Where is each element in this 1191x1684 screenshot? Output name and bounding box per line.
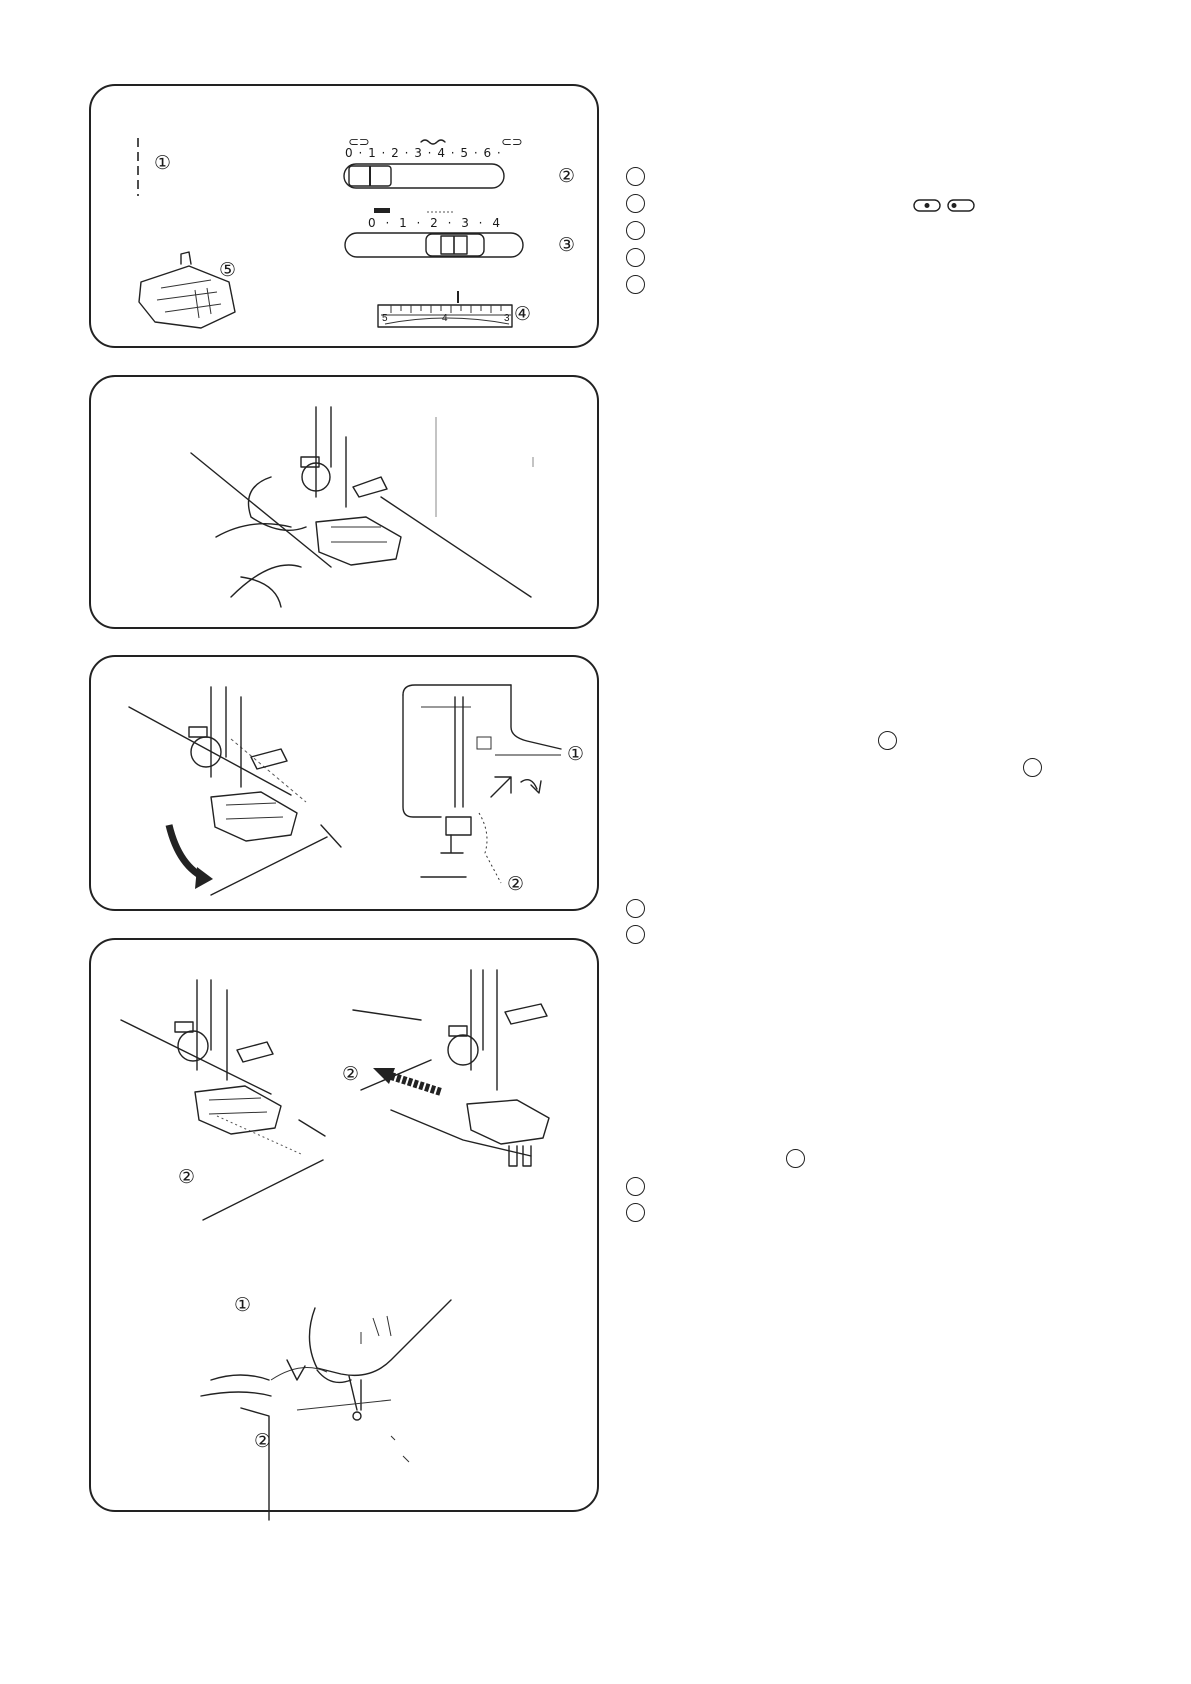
needle-left-icon (947, 199, 975, 212)
marker-circle-6 (878, 731, 897, 750)
stitch-length-scale: 0 · 1 · 2 · 3 · 4 (368, 216, 500, 230)
svg-text:⊂⊃: ⊂⊃ (348, 135, 370, 150)
marker-circle-1 (626, 167, 645, 186)
marker-circle-11 (626, 1177, 645, 1196)
marker-circle-7 (1023, 758, 1042, 777)
marker-circle-8 (626, 899, 645, 918)
tension-label: ④ (514, 303, 532, 325)
guiding-fabric-illustration (190, 406, 534, 608)
tension-dial (377, 291, 513, 328)
needle-position-icons (913, 199, 975, 212)
marker-circle-2 (626, 194, 645, 213)
turning-corner-illustration (128, 684, 562, 896)
presser-foot-drawing (138, 251, 236, 329)
marker-circle-3 (626, 221, 645, 240)
stitch-width-scale: 0 · 1 · 2 · 3 · 4 · 5 · 6 · (345, 146, 502, 160)
presser-foot-label: ⑤ (219, 259, 237, 281)
thread-cutter-label: ① (234, 1294, 252, 1316)
marker-circle-4 (626, 248, 645, 267)
straight-stitch-label: ① (154, 152, 172, 174)
settings-panel: ⊂⊃ ⊂⊃ (89, 84, 599, 348)
fabric-label-right: ② (342, 1063, 360, 1085)
turning-corner-panel: ① ② (89, 655, 599, 911)
tension-number-5: 5 (382, 313, 388, 324)
marker-circle-12 (626, 1203, 645, 1222)
svg-text:⊂⊃: ⊂⊃ (501, 135, 523, 150)
needle-center-icon (913, 199, 941, 212)
marker-circle-5 (626, 275, 645, 294)
finishing-seam-panel: ② ② ① ② (89, 938, 599, 1521)
tension-number-4: 4 (442, 313, 448, 324)
fabric-label-left: ② (178, 1166, 196, 1188)
stitch-width-slider: ⊂⊃ ⊂⊃ (343, 135, 523, 189)
finishing-seam-illustration (120, 969, 550, 1521)
marker-circle-9 (626, 925, 645, 944)
stitch-length-slider (344, 208, 524, 258)
presser-lever-label-1: ① (567, 743, 585, 765)
stitch-width-label: ② (558, 165, 576, 187)
presser-lever-label-2: ② (507, 873, 525, 895)
marker-circle-10 (786, 1149, 805, 1168)
stitch-length-label: ③ (558, 234, 576, 256)
guiding-fabric-panel (89, 375, 599, 629)
settings-illustration: ⊂⊃ ⊂⊃ (137, 135, 524, 329)
tension-number-3: 3 (504, 313, 510, 324)
threads-label: ② (254, 1430, 272, 1452)
